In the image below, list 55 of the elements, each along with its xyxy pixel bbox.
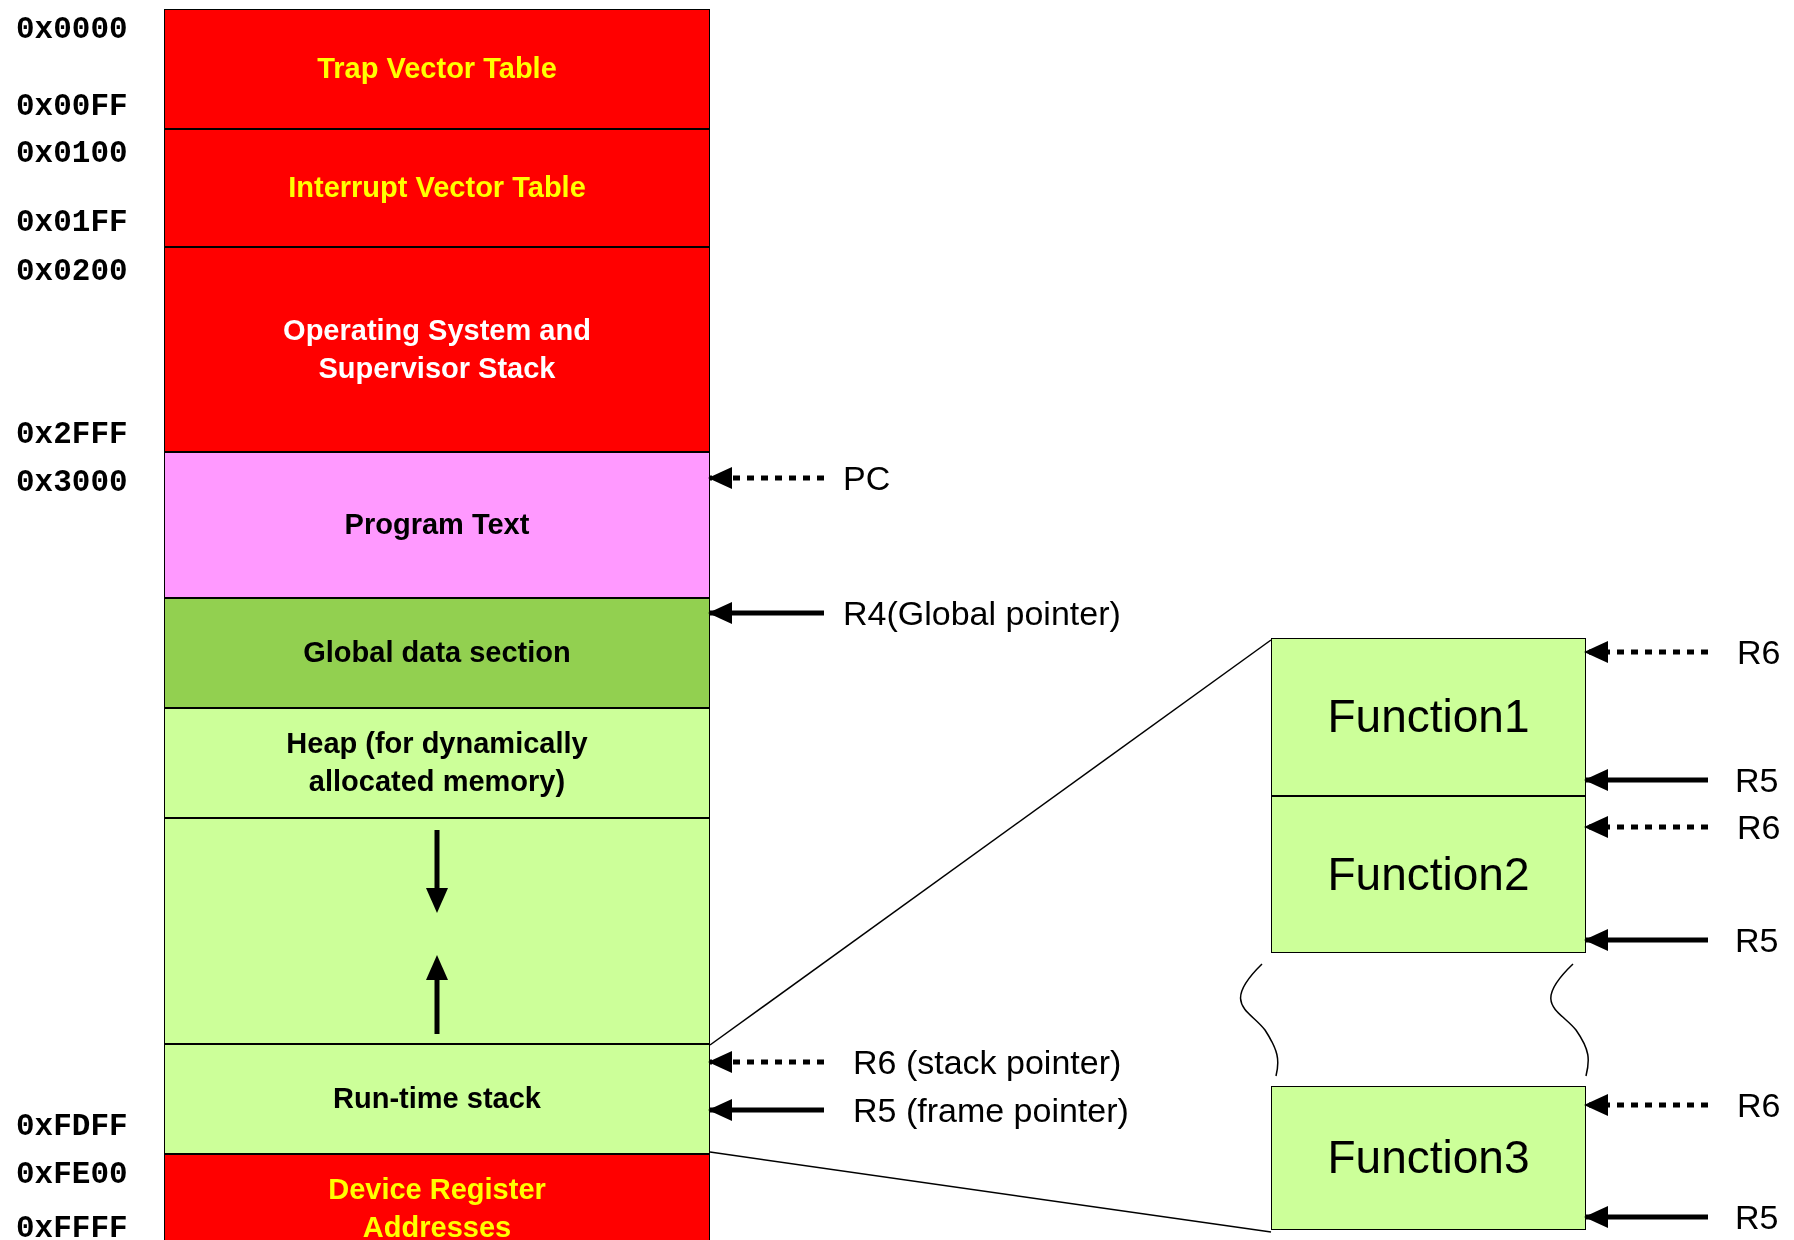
register-name: R6 [1736, 1084, 1781, 1126]
register-name: R6 [1736, 631, 1781, 673]
memory-segment [164, 247, 710, 452]
pointer-arrow [708, 467, 824, 489]
address-label: 0xFDFF [16, 1110, 128, 1142]
address-label: 0x0000 [16, 13, 128, 45]
memory-segment [164, 452, 710, 598]
zoom-line [709, 639, 1272, 1046]
pointer-arrow [1584, 769, 1708, 791]
stack-frame-box [1271, 1086, 1586, 1230]
address-label: 0x3000 [16, 466, 128, 498]
register-name: R5 [1734, 1196, 1779, 1238]
pointer-arrow [1584, 641, 1708, 663]
register-name: R6 [1736, 806, 1781, 848]
address-label: 0x0200 [16, 255, 128, 287]
address-label: 0x00FF [16, 90, 128, 122]
segment-label: Heap (for dynamically allocated memory) [285, 726, 589, 799]
segment-label: Function3 [1327, 1130, 1530, 1186]
segment-label: Device Register Addresses [327, 1172, 547, 1240]
address-label: 0xFE00 [16, 1158, 128, 1190]
register-name: R5 [1734, 759, 1779, 801]
memory-segment [164, 1044, 710, 1154]
register-name: PC [842, 457, 891, 499]
segment-label: Global data section [303, 635, 571, 671]
pointer-arrow [1584, 816, 1708, 838]
segment-label: Program Text [344, 507, 530, 543]
stack-frame-box [1271, 638, 1586, 796]
address-label: 0xFFFF [16, 1212, 128, 1240]
memory-segment [164, 708, 710, 818]
pointer-arrow [708, 602, 824, 624]
address-label: 0x0100 [16, 137, 128, 169]
zoom-line [709, 1151, 1272, 1233]
address-label: 0x2FFF [16, 418, 128, 450]
stack-frame-box [1271, 796, 1586, 953]
register-name: R5 (frame pointer) [852, 1089, 1129, 1131]
segment-label: Function2 [1327, 846, 1530, 902]
register-name: R6 (stack pointer) [852, 1041, 1122, 1083]
pointer-arrow [708, 1099, 824, 1121]
segment-label: Function1 [1327, 689, 1530, 745]
pointer-arrow [1584, 1094, 1708, 1116]
segment-label: Trap Vector Table [317, 51, 557, 87]
address-label: 0x01FF [16, 206, 128, 238]
memory-segment [164, 818, 710, 1044]
memory-segment [164, 129, 710, 247]
segment-label: Interrupt Vector Table [288, 170, 586, 206]
pointer-arrow [1584, 929, 1708, 951]
pointer-arrow [1584, 1206, 1708, 1228]
memory-segment [164, 1154, 710, 1240]
memory-segment [164, 9, 710, 129]
segment-label: Operating System and Supervisor Stack [282, 312, 592, 386]
register-name: R4(Global pointer) [842, 592, 1121, 634]
pointer-arrow [708, 1051, 824, 1073]
memory-segment [164, 598, 710, 708]
segment-label: Run-time stack [333, 1081, 541, 1117]
register-name: R5 [1734, 919, 1779, 961]
